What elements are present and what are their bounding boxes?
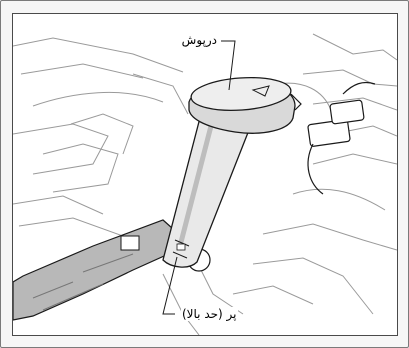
washer-reservoir-diagram	[13, 14, 397, 335]
fill-max-label: پر (حد بالا)	[181, 307, 238, 321]
reservoir-cap-icon	[189, 75, 301, 134]
diagram-panel: درپوش پر (حد بالا)	[12, 13, 398, 336]
cap-label: درپوش	[181, 33, 218, 47]
filler-neck-icon	[163, 114, 249, 267]
